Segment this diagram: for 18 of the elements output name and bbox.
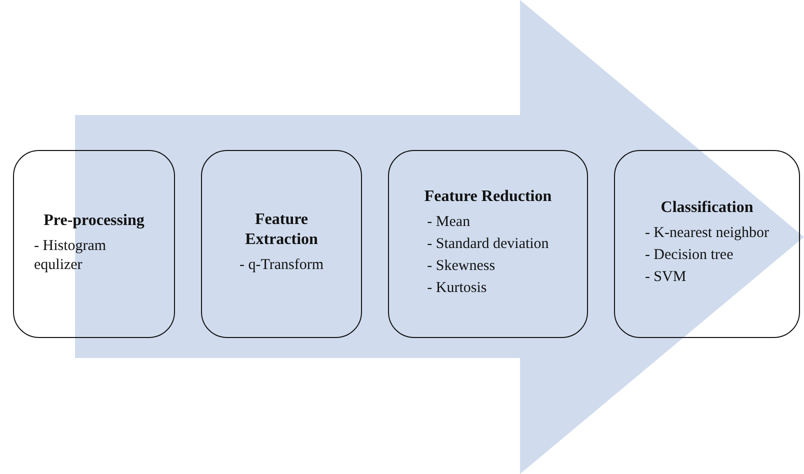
list-item: - K-nearest neighbor [644,224,770,243]
process-box [614,150,800,338]
list-item: - q-Transform [239,256,324,275]
step-heading: Feature Extraction [244,210,319,250]
list-item: - Mean [427,213,470,232]
process-box [388,150,588,338]
list-item: - Standard deviation [427,235,549,254]
process-box [13,150,175,338]
process-box [201,150,362,338]
step-heading: Classification [660,198,754,218]
list-item: - SVM [644,268,686,287]
block-arrow [75,0,804,474]
step-heading: Pre-processing [44,210,144,230]
list-item: - Decision tree [644,246,734,265]
step-heading: Feature Reduction [424,187,552,207]
list-item: - Histogram equlizer [34,236,108,274]
list-item: - Kurtosis [427,279,487,298]
list-item: - Skewness [427,257,496,276]
